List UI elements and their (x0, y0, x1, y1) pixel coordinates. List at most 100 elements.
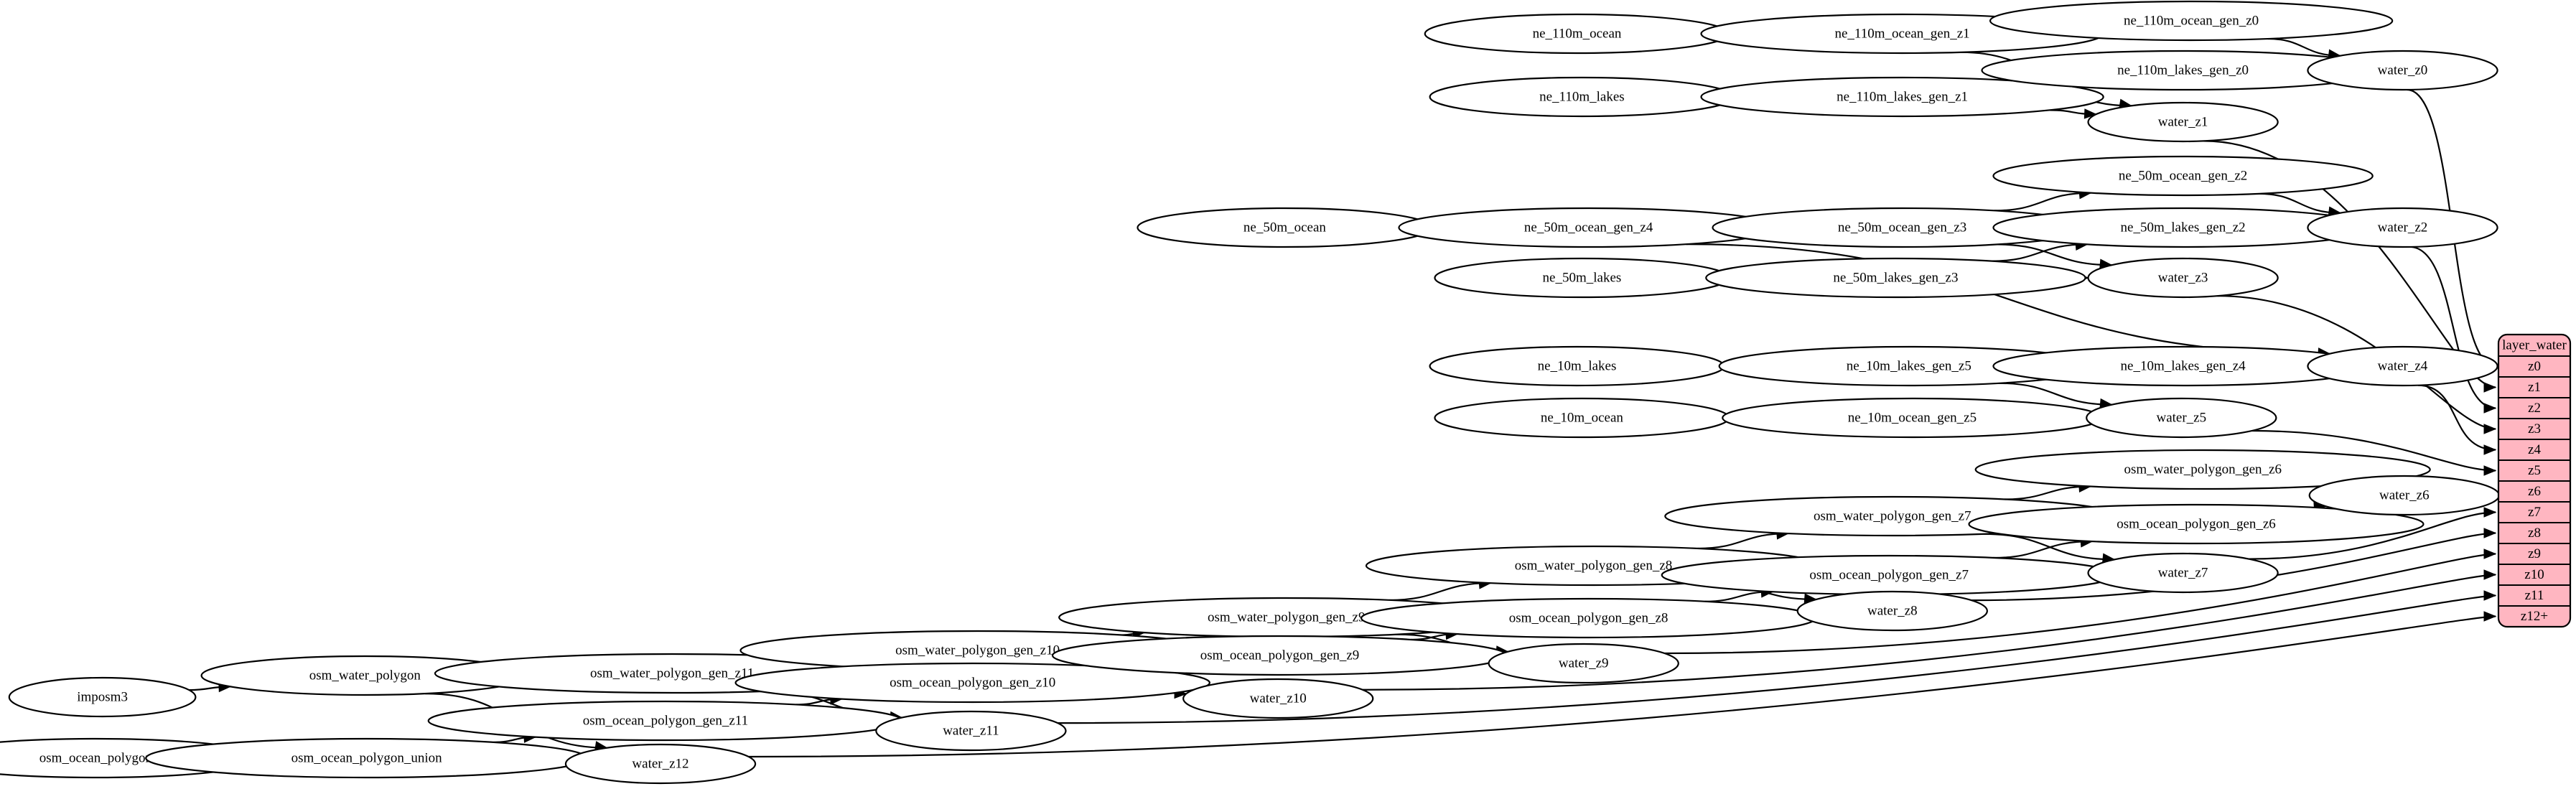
edge-osm_water_polygon_gen_z7-to-osm_water_polygon_gen_z6 (2005, 485, 2091, 500)
edge-osm_water_polygon_gen_z9-to-osm_water_polygon_gen_z8 (1389, 582, 1491, 602)
node-label: ne_110m_lakes_gen_z0 (2117, 62, 2249, 78)
node-ne_110m_ocean_gen_z0[interactable]: ne_110m_ocean_gen_z0 (1989, 0, 2394, 42)
node-label: ne_10m_lakes (1538, 358, 1617, 373)
node-water_z0[interactable]: water_z0 (2307, 50, 2498, 91)
table-row-z0[interactable]: z0 (2528, 359, 2541, 374)
node-water_z12[interactable]: water_z12 (564, 743, 757, 785)
node-label: ne_110m_ocean_gen_z1 (1835, 26, 1970, 41)
node-ellipse (1974, 449, 2431, 490)
table-row-z5[interactable]: z5 (2528, 463, 2541, 478)
node-ellipse (734, 662, 1210, 704)
node-osm_water_polygon[interactable]: osm_water_polygon (200, 655, 530, 696)
node-ellipse (2307, 207, 2498, 248)
edge-water_z10-to-table-z10 (1362, 574, 2496, 691)
node-water_z1[interactable]: water_z1 (2087, 101, 2279, 143)
node-ne_110m_lakes[interactable]: ne_110m_lakes (1429, 76, 1735, 118)
node-label: water_z3 (2158, 270, 2208, 285)
table-row-z4[interactable]: z4 (2528, 442, 2541, 457)
edge-arrowhead (2483, 382, 2497, 393)
node-osm_ocean_polygon_gen_z9[interactable]: osm_ocean_polygon_gen_z9 (1051, 635, 1508, 676)
edge-arrowhead (2483, 590, 2497, 601)
node-imposm3[interactable]: imposm3 (8, 676, 197, 718)
node-label: osm_water_polygon_gen_z9 (1208, 610, 1366, 625)
node-osm_water_polygon_gen_z6[interactable]: osm_water_polygon_gen_z6 (1974, 449, 2431, 490)
node-osm_ocean_polygon_gen_z7[interactable]: osm_ocean_polygon_gen_z7 (1661, 554, 2117, 596)
edge-arrowhead (2483, 569, 2497, 580)
node-ellipse (1992, 155, 2374, 197)
node-osm_ocean_polygon_gen_z10[interactable]: osm_ocean_polygon_gen_z10 (734, 662, 1210, 704)
table-row-z7[interactable]: z7 (2528, 505, 2541, 520)
node-ne_110m_ocean[interactable]: ne_110m_ocean (1424, 13, 1730, 55)
node-water_z7[interactable]: water_z7 (2087, 552, 2279, 594)
node-water_z6[interactable]: water_z6 (2308, 475, 2500, 516)
node-label: osm_ocean_polygon (39, 750, 153, 765)
node-water_z11[interactable]: water_z11 (875, 710, 1067, 752)
edge-water_z4-to-table-z4 (2417, 384, 2496, 451)
table-row-z10[interactable]: z10 (2524, 567, 2544, 582)
table-row-z11[interactable]: z11 (2525, 588, 2544, 603)
node-label: osm_ocean_polygon_gen_z11 (583, 713, 748, 728)
node-ne_10m_lakes[interactable]: ne_10m_lakes (1429, 345, 1725, 387)
node-label: ne_50m_lakes_gen_z2 (2121, 220, 2246, 235)
node-ellipse (564, 743, 757, 785)
node-ne_50m_lakes_gen_z3[interactable]: ne_50m_lakes_gen_z3 (1705, 257, 2086, 299)
node-water_z10[interactable]: water_z10 (1182, 678, 1374, 719)
edge-arrowhead (2483, 507, 2497, 518)
node-label: osm_ocean_polygon_gen_z8 (1509, 610, 1669, 625)
table-row-z6[interactable]: z6 (2528, 484, 2541, 499)
node-ne_110m_lakes_gen_z1[interactable]: ne_110m_lakes_gen_z1 (1700, 76, 2104, 118)
node-osm_ocean_polygon_gen_z6[interactable]: osm_ocean_polygon_gen_z6 (1968, 503, 2425, 545)
node-ellipse (2307, 345, 2498, 387)
edge-arrowhead (2483, 548, 2497, 559)
node-water_z3[interactable]: water_z3 (2087, 257, 2279, 299)
node-ne_50m_lakes_gen_z2[interactable]: ne_50m_lakes_gen_z2 (1992, 207, 2374, 248)
node-ne_50m_lakes[interactable]: ne_50m_lakes (1434, 257, 1730, 299)
node-label: osm_water_polygon_gen_z10 (895, 643, 1060, 658)
node-label: ne_110m_ocean (1533, 26, 1622, 41)
node-label: ne_50m_ocean_gen_z3 (1838, 220, 1966, 235)
table-row-z1[interactable]: z1 (2528, 380, 2541, 395)
node-label: osm_ocean_polygon_union (291, 750, 443, 765)
table-row-z9[interactable]: z9 (2528, 546, 2541, 561)
edge-water_z12-to-table-z12+ (748, 615, 2496, 758)
node-osm_ocean_polygon_gen_z11[interactable]: osm_ocean_polygon_gen_z11 (427, 700, 904, 742)
node-ellipse (1796, 590, 1988, 632)
node-label: osm_water_polygon_gen_z8 (1515, 558, 1673, 573)
table-row-z3[interactable]: z3 (2528, 421, 2541, 436)
edge-arrowhead (2483, 424, 2497, 434)
node-ellipse (8, 676, 197, 718)
node-water_z5[interactable]: water_z5 (2086, 397, 2277, 439)
node-water_z2[interactable]: water_z2 (2307, 207, 2498, 248)
node-ne_10m_lakes_gen_z5[interactable]: ne_10m_lakes_gen_z5 (1718, 345, 2100, 387)
node-ne_10m_ocean[interactable]: ne_10m_ocean (1434, 397, 1730, 439)
edge-osm_ocean_polygon_gen_z7-to-osm_ocean_polygon_gen_z6 (1992, 540, 2093, 559)
node-label: water_z5 (2156, 410, 2206, 425)
layer-water-table[interactable]: layer_waterz0z1z2z3z4z5z6z7z8z9z10z11z12… (2497, 333, 2572, 628)
node-label: osm_ocean_polygon_gen_z7 (1809, 567, 1969, 582)
node-label: ne_50m_ocean (1243, 220, 1327, 235)
node-label: osm_ocean_polygon_gen_z9 (1200, 648, 1360, 663)
node-ellipse (1705, 257, 2086, 299)
node-ellipse (1989, 0, 2394, 42)
edge-arrowhead (2483, 403, 2497, 414)
node-osm_ocean_polygon_union[interactable]: osm_ocean_polygon_union (145, 737, 589, 779)
node-label: ne_110m_lakes (1539, 89, 1625, 104)
node-ne_50m_ocean_gen_z2[interactable]: ne_50m_ocean_gen_z2 (1992, 155, 2374, 197)
node-ne_50m_ocean[interactable]: ne_50m_ocean (1137, 207, 1433, 248)
table-row-z8[interactable]: z8 (2528, 526, 2541, 541)
edge-arrowhead (2483, 465, 2497, 476)
node-water_z8[interactable]: water_z8 (1796, 590, 1988, 632)
edge-arrowhead (2483, 444, 2497, 455)
node-label: osm_ocean_polygon_gen_z10 (890, 675, 1055, 690)
node-ne_110m_lakes_gen_z0[interactable]: ne_110m_lakes_gen_z0 (1981, 50, 2385, 91)
node-ellipse (1488, 643, 1679, 684)
table-row-z12+[interactable]: z12+ (2521, 609, 2548, 624)
node-osm_ocean_polygon_gen_z8[interactable]: osm_ocean_polygon_gen_z8 (1360, 597, 1817, 639)
node-water_z9[interactable]: water_z9 (1488, 643, 1679, 684)
node-label: osm_ocean_polygon_gen_z6 (2117, 516, 2276, 531)
node-label: ne_10m_ocean_gen_z5 (1848, 410, 1977, 425)
table-row-z2[interactable]: z2 (2528, 401, 2541, 416)
node-label: ne_50m_ocean_gen_z2 (2119, 168, 2247, 183)
node-water_z4[interactable]: water_z4 (2307, 345, 2498, 387)
node-ne_10m_ocean_gen_z5[interactable]: ne_10m_ocean_gen_z5 (1722, 397, 2103, 439)
